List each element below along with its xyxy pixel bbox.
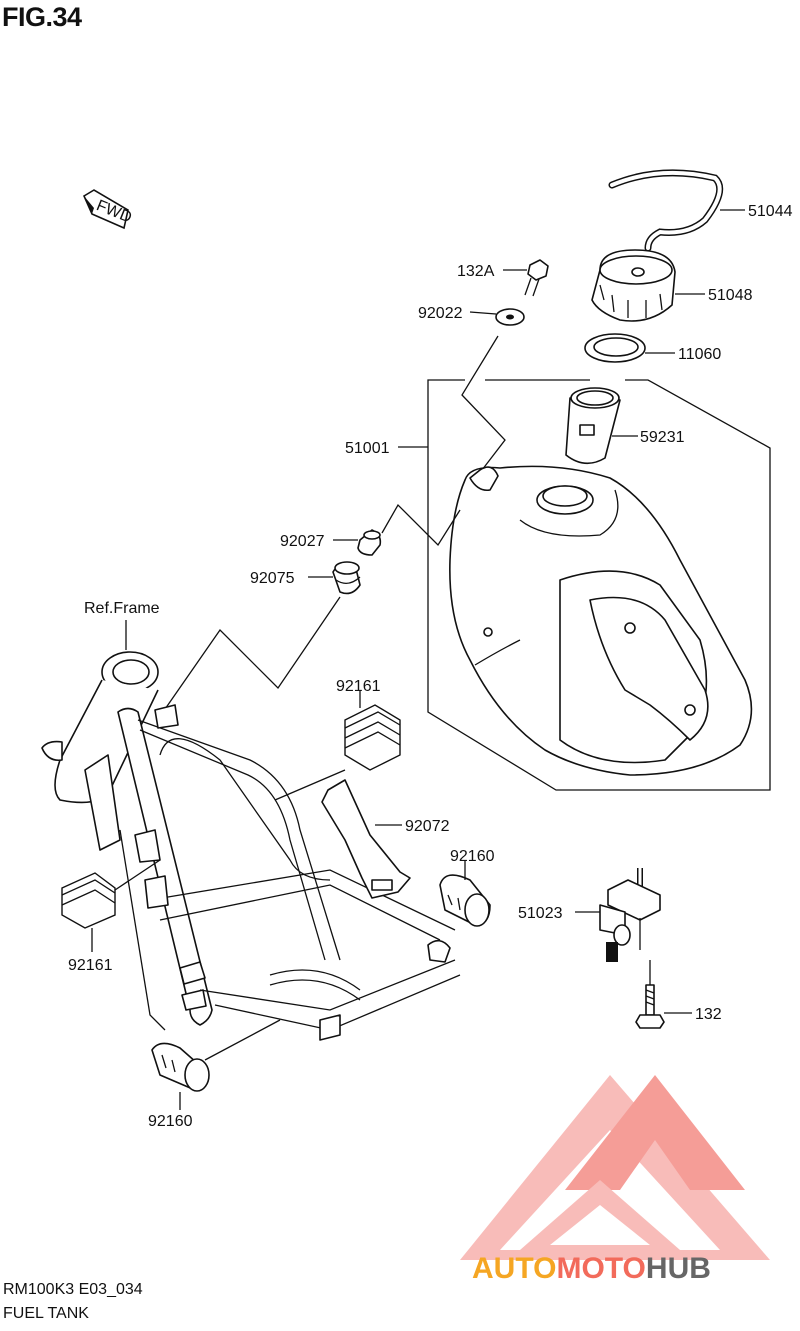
tank-assembly-outline <box>427 379 771 791</box>
fuel-cock-51023 <box>599 868 661 962</box>
label-92027: 92027 <box>280 533 325 550</box>
label-92072: 92072 <box>405 818 450 835</box>
fuel-cap-51048 <box>591 249 676 322</box>
label-51001: 51001 <box>345 440 390 457</box>
fuel-tank-51001 <box>449 465 753 776</box>
label-51023: 51023 <box>518 905 563 922</box>
figure-code: RM100K3 E03_034 <box>3 1281 143 1298</box>
bolt-132 <box>635 984 665 1029</box>
rubber-92161-top <box>344 704 401 771</box>
label-11060: 11060 <box>678 346 721 363</box>
breather-hose-51044-outline <box>608 169 724 252</box>
cushion-92160-bottom <box>151 1042 210 1092</box>
fuel-filter-59231 <box>565 387 621 465</box>
damper-92075 <box>332 561 361 595</box>
frame-reference <box>41 651 461 1041</box>
rubber-92161-left <box>61 872 116 929</box>
label-92022: 92022 <box>418 305 463 322</box>
label-92075: 92075 <box>250 570 295 587</box>
watermark-logo <box>460 1075 770 1260</box>
label-132A: 132A <box>457 263 495 280</box>
cushion-92027 <box>357 529 382 556</box>
label-92161-left: 92161 <box>68 957 113 974</box>
watermark-auto: AUTO <box>472 1252 556 1285</box>
watermark-text: AUTOMOTOHUB <box>472 1252 711 1285</box>
watermark-moto: MOTO <box>556 1252 645 1285</box>
bolt-132A <box>524 259 549 297</box>
gasket-11060 <box>584 333 646 363</box>
label-92160-bottom: 92160 <box>148 1113 193 1130</box>
cushion-92160-right <box>439 874 491 927</box>
label-92161-top: 92161 <box>336 678 381 695</box>
washer-92022 <box>495 308 525 326</box>
fwd-direction-badge: FWD <box>82 189 134 230</box>
label-92160-right: 92160 <box>450 848 495 865</box>
label-51048: 51048 <box>708 287 753 304</box>
label-132: 132 <box>695 1006 722 1023</box>
watermark-hub: HUB <box>646 1252 711 1285</box>
band-92072 <box>321 779 411 899</box>
label-59231: 59231 <box>640 429 685 446</box>
figure-name: FUEL TANK <box>3 1305 89 1322</box>
figure-title: FIG.34 <box>2 2 82 32</box>
label-51044: 51044 <box>748 203 793 220</box>
ref-frame-label: Ref.Frame <box>84 600 160 617</box>
